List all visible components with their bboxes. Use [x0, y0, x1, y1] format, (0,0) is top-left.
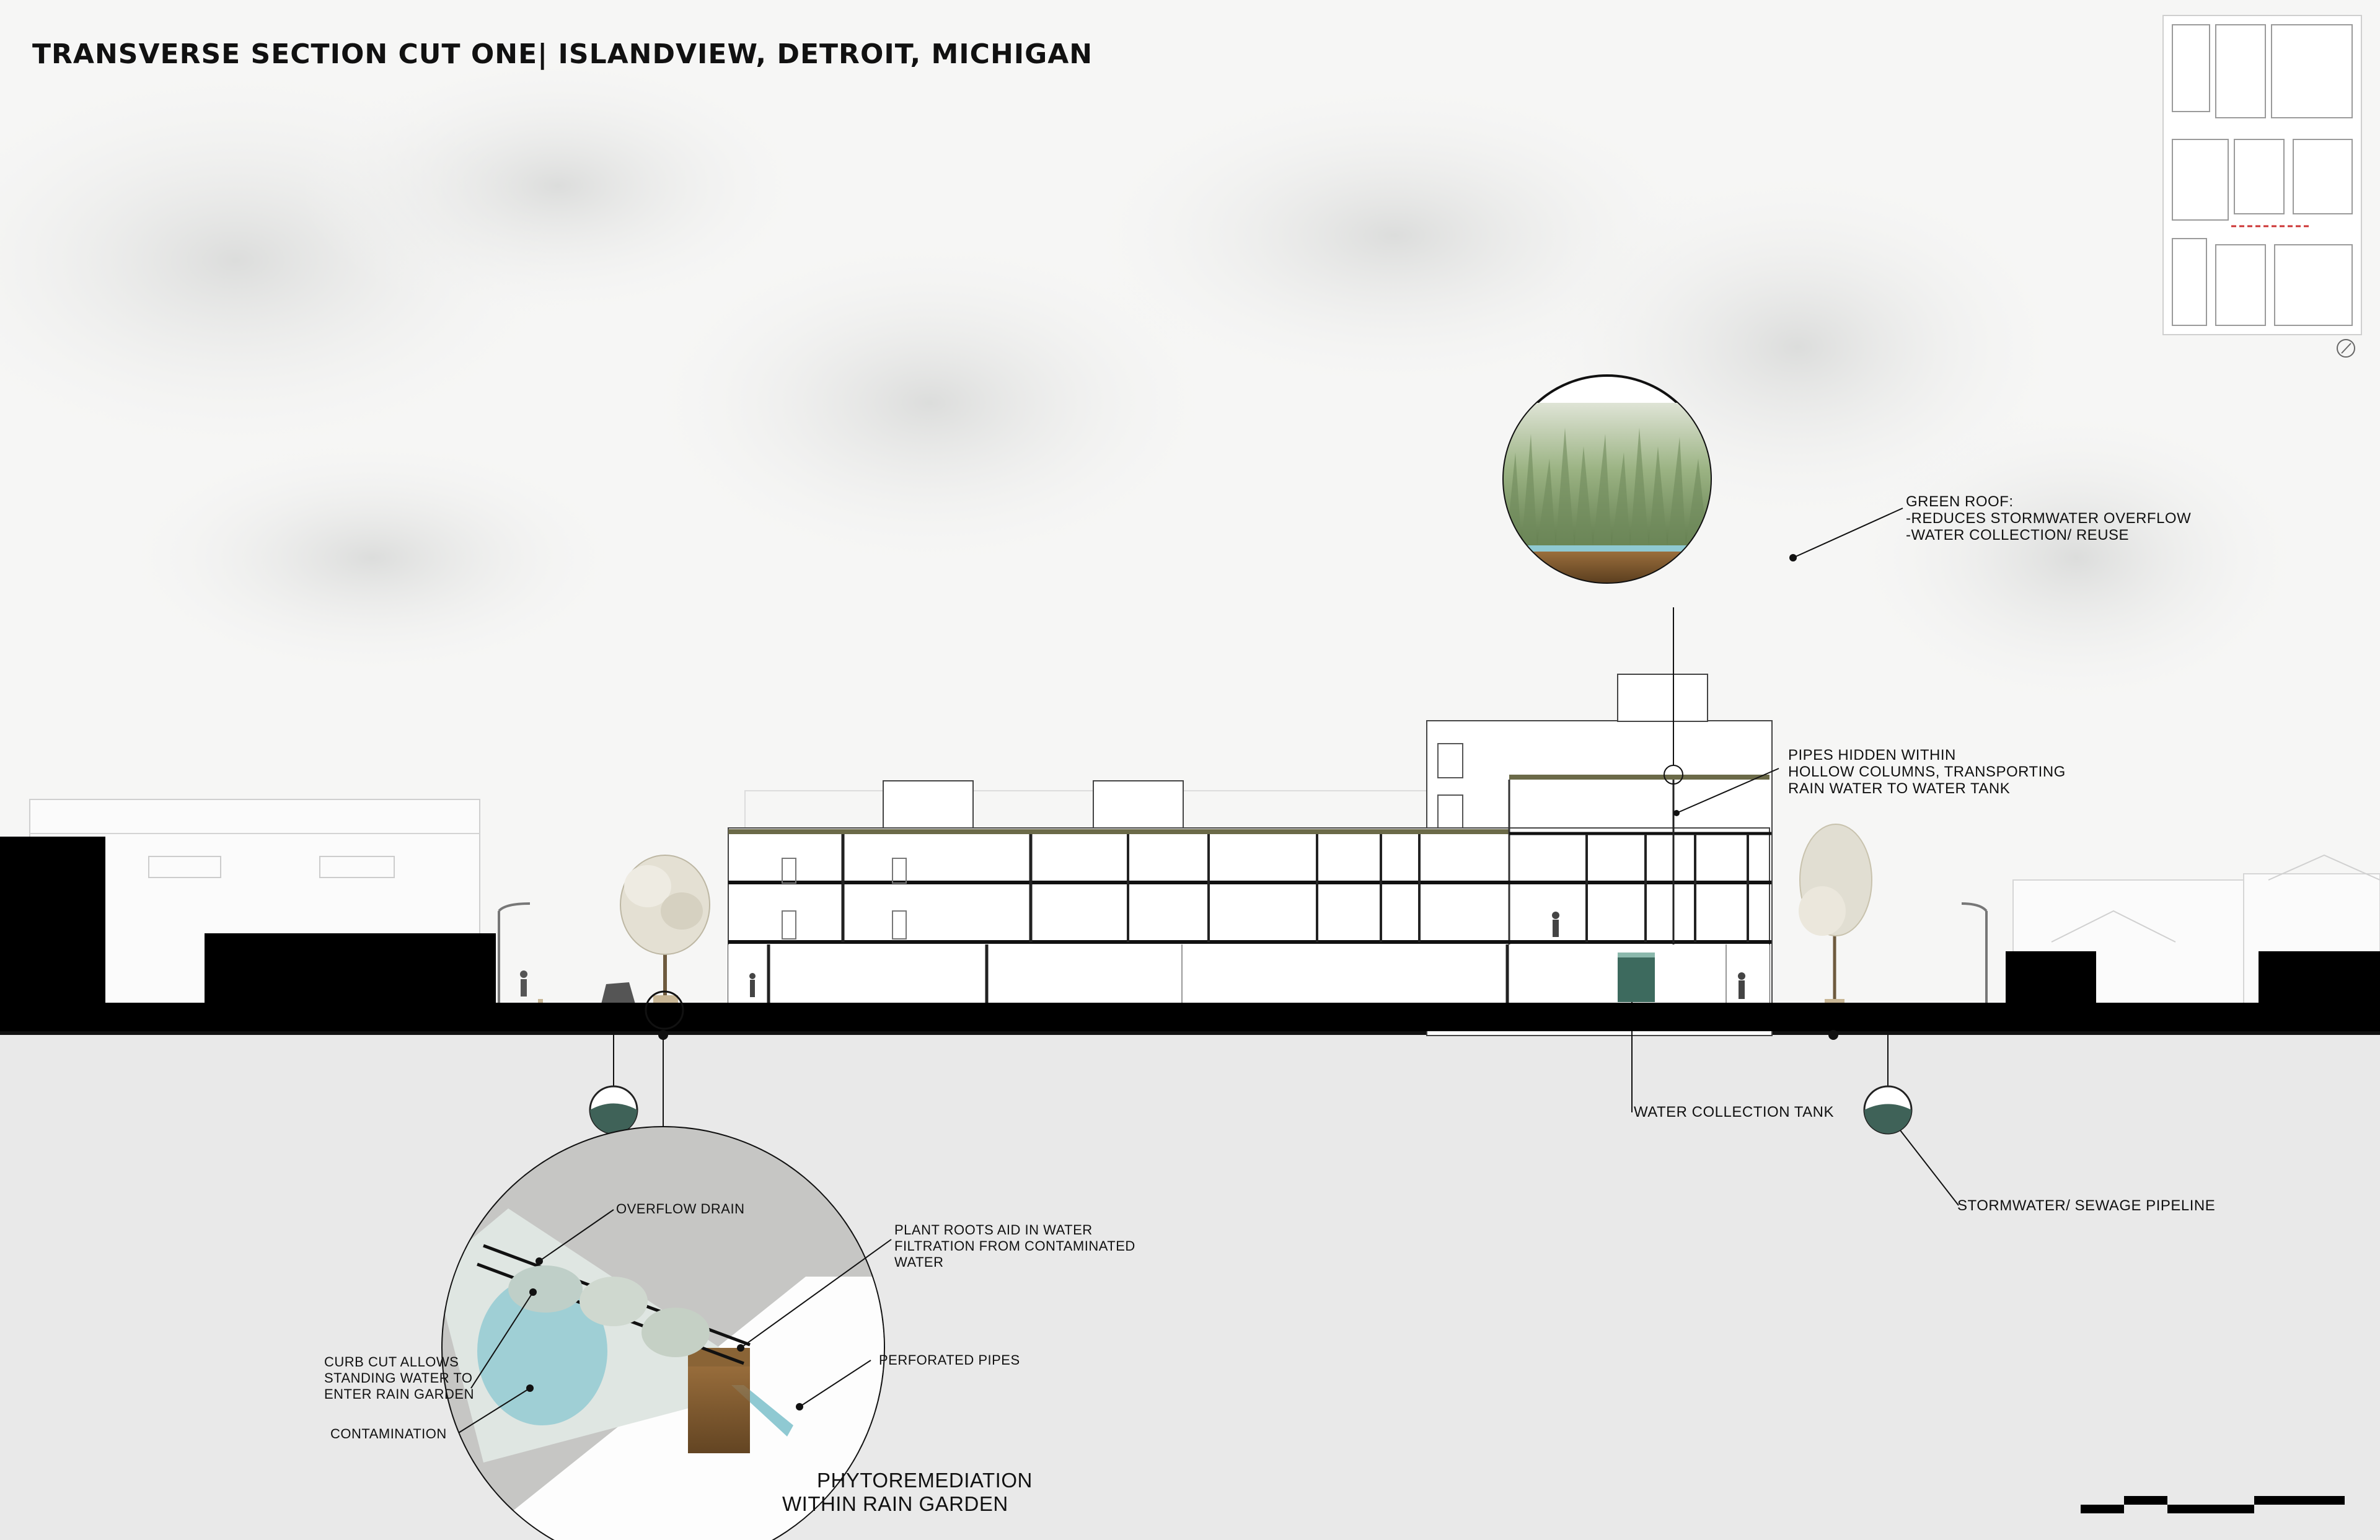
marker-dot — [1828, 1030, 1838, 1040]
perforated-pipes-label: PERFORATED PIPES — [879, 1352, 1020, 1368]
callout-line: HOLLOW COLUMNS, TRANSPORTING — [1788, 763, 2066, 780]
tree-right — [1799, 824, 1872, 1026]
marker-dot — [796, 1403, 803, 1410]
green-roof-callout: GREEN ROOF: -REDUCES STORMWATER OVERFLOW… — [1906, 493, 2191, 543]
marker-dot — [526, 1384, 534, 1392]
rain-garden-marker — [645, 990, 684, 1030]
left-neighbor-buildings — [0, 799, 496, 1005]
pipeline-right — [1863, 1035, 1959, 1206]
road-slab — [0, 1031, 2380, 1035]
callout-line: STANDING WATER TO — [324, 1370, 473, 1386]
leader-pipes — [1676, 768, 1779, 814]
streetlight-right — [1961, 902, 1988, 1004]
pipeline-left — [589, 1035, 638, 1135]
stormwater-label: STORMWATER/ SEWAGE PIPELINE — [1957, 1197, 2216, 1214]
main-building — [728, 674, 1773, 1036]
callout-line: FILTRATION FROM CONTAMINATED — [894, 1238, 1135, 1254]
contamination-label: CONTAMINATION — [330, 1426, 447, 1441]
callout-line: -WATER COLLECTION/ REUSE — [1906, 527, 2130, 543]
marker-dot — [536, 1257, 543, 1265]
detail-title-line: WITHIN RAIN GARDEN — [782, 1492, 1008, 1515]
streetlight-left — [498, 902, 531, 1004]
detail-title-line: PHYTOREMEDIATION — [817, 1469, 1033, 1492]
callout-line: WATER — [894, 1254, 944, 1270]
pipes-callout: PIPES HIDDEN WITHIN HOLLOW COLUMNS, TRAN… — [1788, 747, 2066, 797]
callout-line: ENTER RAIN GARDEN — [324, 1386, 474, 1402]
callout-line: PLANT ROOTS AID IN WATER — [894, 1222, 1093, 1238]
callout-line: GREEN ROOF: — [1906, 493, 2014, 510]
callout-line: -REDUCES STORMWATER OVERFLOW — [1906, 510, 2192, 527]
scale-bar — [2081, 1494, 2345, 1518]
marker-dot — [1673, 810, 1680, 816]
key-map — [2162, 15, 2362, 358]
overflow-drain-label: OVERFLOW DRAIN — [616, 1201, 745, 1217]
callout-line: RAIN WATER TO WATER TANK — [1788, 780, 2011, 797]
ground-strip — [0, 1003, 2380, 1031]
water-tank-label: WATER COLLECTION TANK — [1634, 1104, 1834, 1120]
curb-cut-callout: CURB CUT ALLOWS STANDING WATER TO ENTER … — [324, 1354, 474, 1402]
page-title: TRANSVERSE SECTION CUT ONE| ISLANDVIEW, … — [32, 38, 1093, 70]
plant-roots-callout: PLANT ROOTS AID IN WATER FILTRATION FROM… — [894, 1222, 1135, 1270]
water-collection-tank — [1618, 953, 1655, 1112]
callout-line: PIPES HIDDEN WITHIN — [1788, 747, 1956, 763]
rain-garden-detail — [441, 1126, 885, 1540]
callout-line: CURB CUT ALLOWS — [324, 1354, 459, 1370]
marker-dot — [737, 1344, 744, 1352]
detail-leaders — [458, 1209, 892, 1433]
sky-clouds — [0, 50, 2312, 713]
detail-title: PHYTOREMEDIATION WITHIN RAIN GARDEN — [782, 1469, 1033, 1516]
right-neighbor-buildings — [2006, 854, 2380, 1005]
subsurface-soil — [0, 1034, 2380, 1540]
green-roof-detail — [1502, 374, 1903, 584]
marker-dot — [529, 1288, 537, 1296]
